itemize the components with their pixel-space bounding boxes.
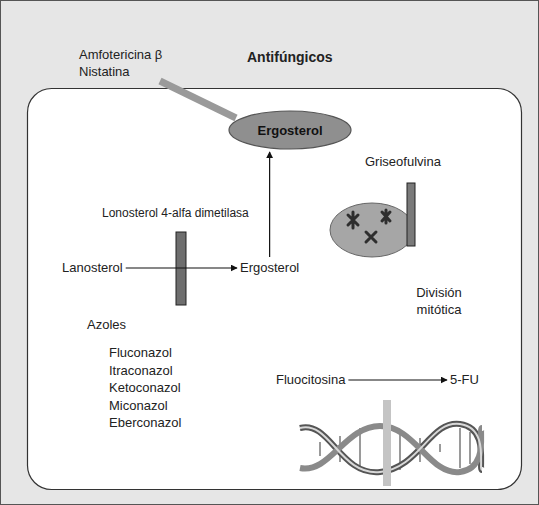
nucleus (330, 203, 414, 257)
prodrug-term: Fluocitosina (276, 372, 345, 388)
azole-inhibition-bar (176, 232, 186, 305)
arrow-connector (269, 152, 270, 257)
node-text: Ergosterol (240, 260, 299, 276)
metabolite-term: 5-FU (450, 372, 479, 388)
polyene-pointer (160, 81, 236, 118)
enzyme-name: Lonosterol 4-alfa dimetilasa (102, 205, 249, 221)
membrane-ergosterol: Ergosterol (228, 110, 352, 150)
drug-name: Nistatina (79, 64, 130, 80)
diagram-title: Antifúngicos (247, 49, 333, 65)
node-text: Lanosterol (62, 260, 123, 276)
node-text: Ergosterol (257, 123, 322, 138)
drug-name: Miconazol (109, 398, 168, 414)
arrow-connector (126, 267, 237, 268)
substrate-term: Lanosterol (62, 260, 123, 276)
drug-name: Eberconazol (109, 415, 181, 431)
griseofulvin-bar (407, 183, 415, 246)
drug-name: Griseofulvina (365, 154, 441, 170)
node-text: Fluocitosina (276, 372, 345, 388)
drug-name: Ketoconazol (109, 380, 181, 396)
product-term: Ergosterol (240, 260, 299, 276)
drug-name: Amfotericina β (79, 47, 162, 63)
drug-name: Fluconazol (109, 345, 172, 361)
process-name: División mitótica (404, 284, 474, 318)
node-text: 5-FU (450, 372, 479, 388)
drug-class: Azoles (87, 317, 126, 333)
flucytosine-bar (383, 400, 391, 486)
arrow-connector (348, 379, 447, 380)
fungal-cell (28, 89, 522, 490)
drug-name: Itraconazol (109, 363, 173, 379)
